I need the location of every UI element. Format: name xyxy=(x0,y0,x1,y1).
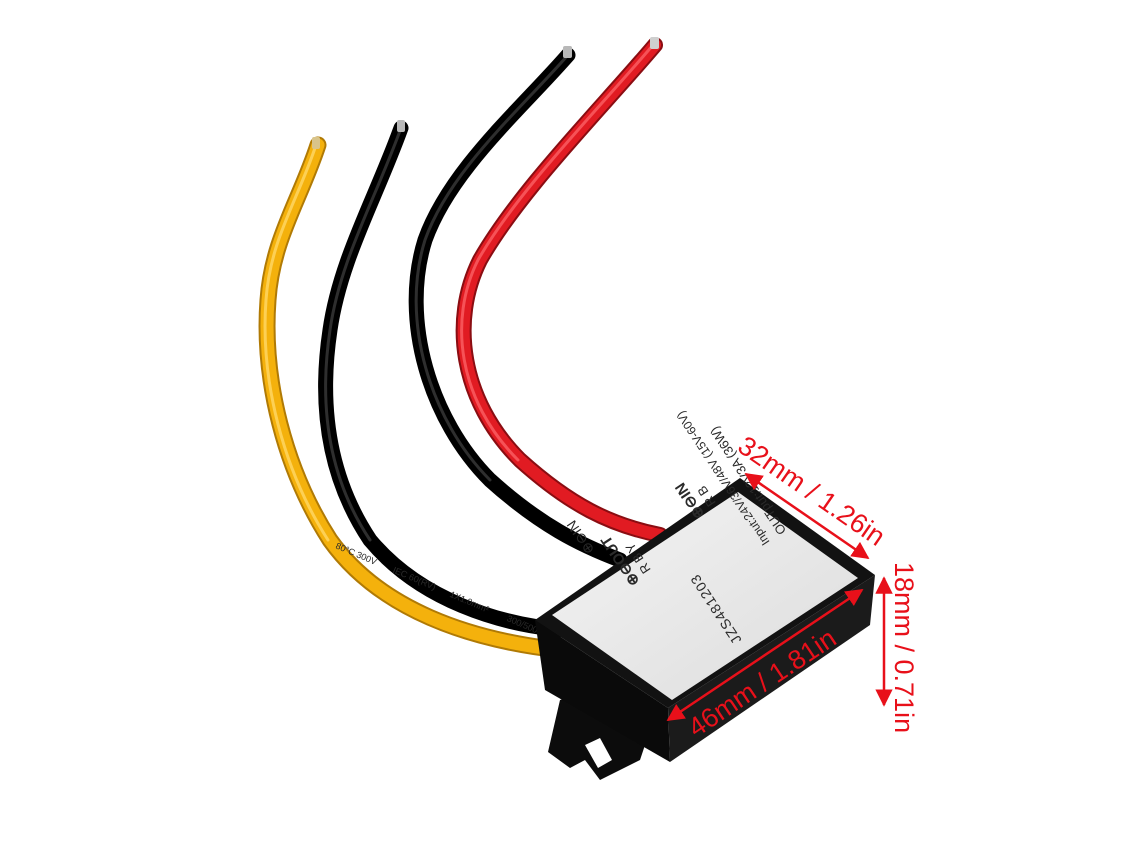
red-wire xyxy=(455,37,668,543)
red-wire-tip xyxy=(650,37,659,49)
housing-front xyxy=(535,620,670,762)
black-wire-1-tip xyxy=(397,120,405,132)
black-wire-1 xyxy=(318,120,573,638)
dimension-height: 18mm / 0.71in xyxy=(875,562,919,733)
yellow-wire-tip xyxy=(312,137,320,149)
yellow-wire xyxy=(258,136,569,659)
dimension-height-label: 18mm / 0.71in xyxy=(889,562,919,733)
black-wire-2 xyxy=(408,46,628,568)
black-wire-2-tip xyxy=(563,46,572,58)
